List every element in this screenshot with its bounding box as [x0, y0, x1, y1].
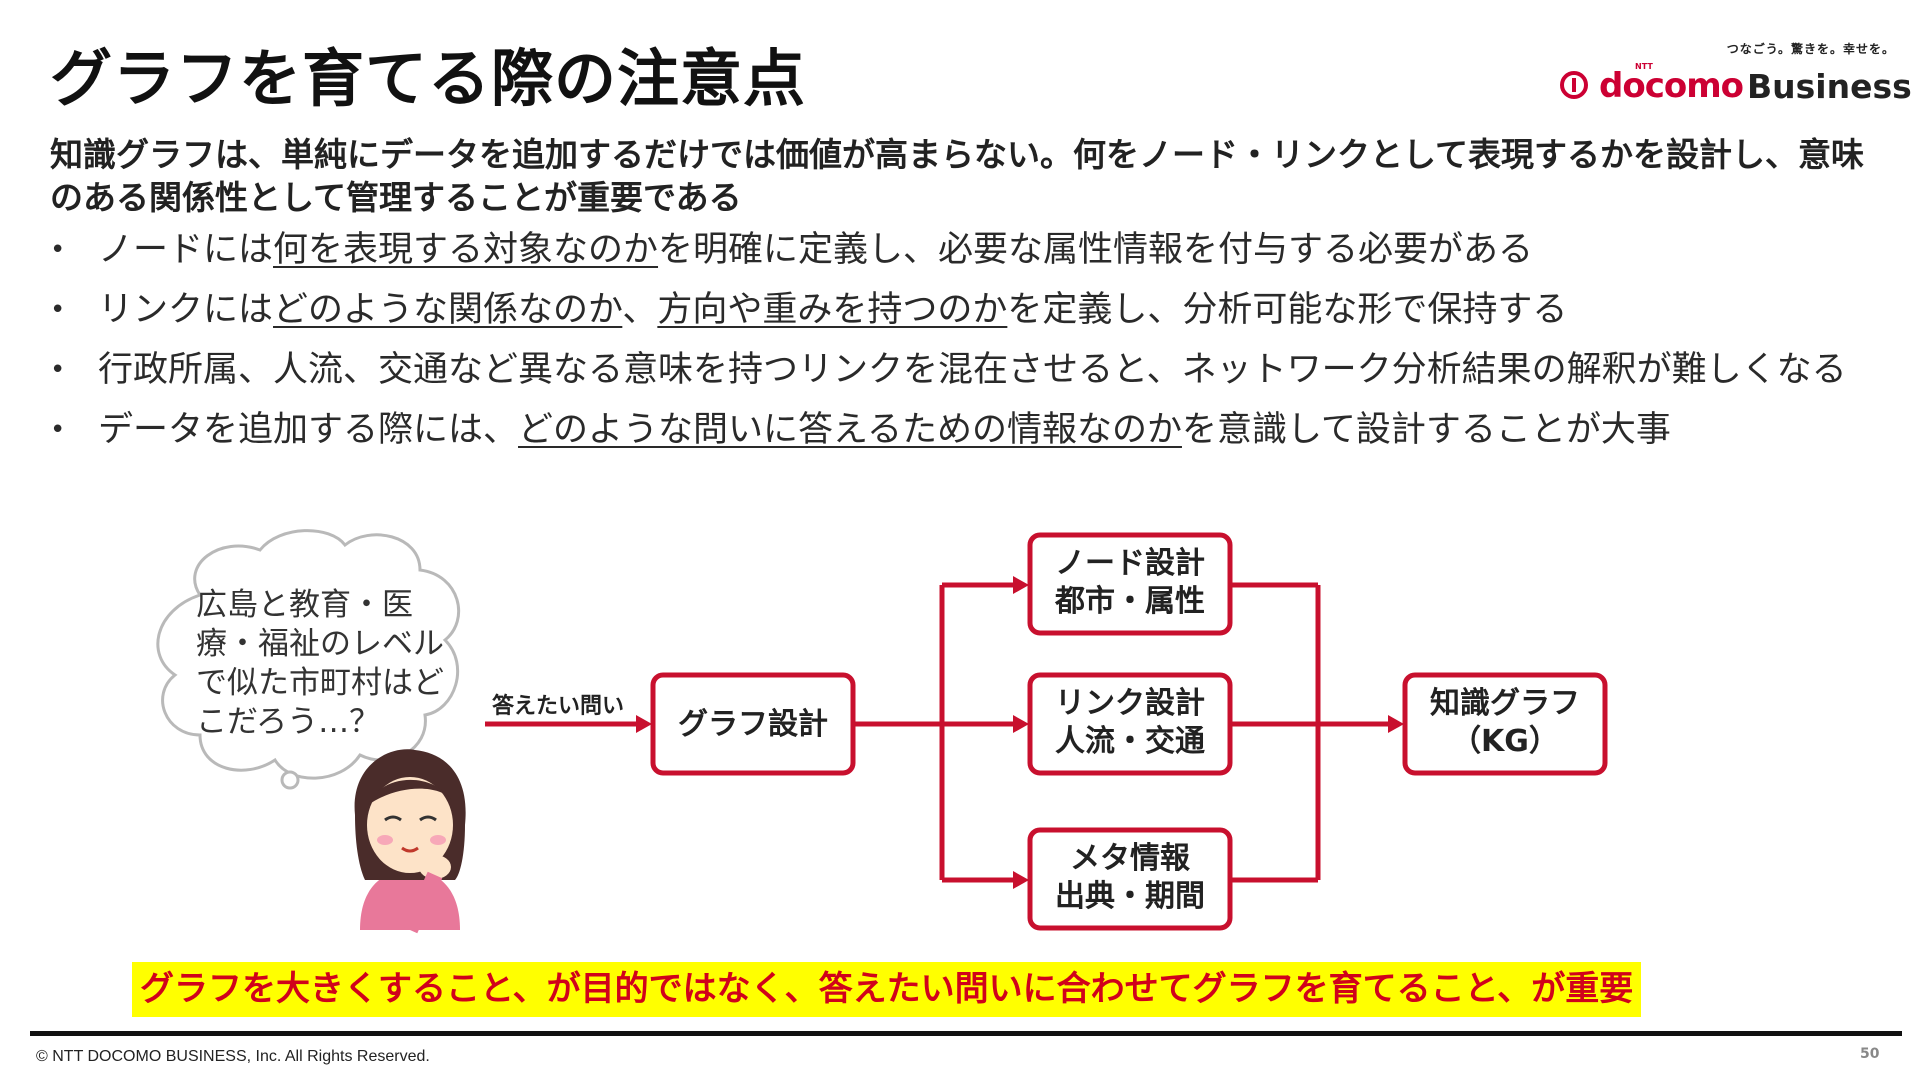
page-number: 50	[1860, 1046, 1880, 1062]
brand-ntt: NTT	[1635, 62, 1653, 71]
bullet-text: を明確に定義し、必要な属性情報を付与する必要がある	[658, 230, 1534, 270]
link-design-title: リンク設計	[1055, 686, 1205, 721]
docomo-mark-icon	[1560, 71, 1588, 99]
bullet-marker: •	[50, 355, 66, 385]
bullet-text: を定義し、分析可能な形で保持する	[1007, 290, 1568, 330]
brand-docomo: docomo	[1599, 66, 1744, 106]
link-design-subtitle: 人流・交通	[1055, 724, 1205, 759]
bullet-item: • 行政所属、人流、交通など異なる意味を持つリンクを混在させると、ネットワーク分析…	[50, 350, 1880, 391]
arrow-head	[1013, 576, 1029, 594]
thinking-woman-illustration	[354, 749, 466, 934]
key-message-highlight: グラフを大きくすること、が目的ではなく、答えたい問いに合わせてグラフを育てること…	[132, 962, 1642, 1017]
brand-logo: つなごう。驚きを。幸せを。 NTT docomo Business	[1555, 40, 1912, 115]
node-design-subtitle: 都市・属性	[1055, 584, 1205, 619]
bullet-text: データを追加する際には、	[98, 410, 519, 450]
graph-design-flow	[485, 532, 1608, 931]
bullet-marker: •	[50, 295, 66, 325]
copyright-text: © NTT DOCOMO BUSINESS, Inc. All Rights R…	[36, 1048, 430, 1065]
bullet-text: を意識して設計することが大事	[1181, 410, 1671, 450]
arrow-head	[1013, 715, 1029, 733]
summary-text: 知識グラフは、単純にデータを追加するだけでは価値が高まらない。何をノード・リンク…	[50, 135, 1865, 217]
bullet-emphasis: 何を表現する対象なのか	[273, 230, 659, 270]
bullet-marker: •	[50, 235, 66, 265]
question-arrow-label: 答えたい問い	[492, 694, 625, 719]
bullet-emphasis: どのような問いに答えるための情報なのか	[518, 410, 1182, 450]
bullet-emphasis: どのような関係なのか	[273, 290, 623, 330]
node-design-title: ノード設計	[1055, 546, 1205, 581]
graph-design-label: グラフ設計	[678, 707, 828, 742]
knowledge-graph-label: 知識グラフ （KG）	[1405, 685, 1605, 761]
arrow-head	[1388, 715, 1404, 733]
link-design-label: リンク設計 人流・交通	[1030, 685, 1230, 761]
brand-tagline: つなごう。驚きを。幸せを。	[1726, 42, 1895, 56]
bullet-text: ノードには	[98, 230, 274, 270]
bullet-text: リンクには	[98, 290, 274, 330]
bullet-text: 行政所属、人流、交通など異なる意味を持つリンクを混在させると、ネットワーク分析結…	[98, 350, 1847, 390]
arrow-head	[636, 715, 652, 733]
bullet-text: 、	[622, 290, 658, 330]
meta-info-subtitle: 出典・期間	[1055, 879, 1205, 914]
knowledge-graph-box	[1402, 672, 1608, 776]
bullet-item: • ノードには何を表現する対象なのかを明確に定義し、必要な属性情報を付与する必要が…	[50, 230, 1880, 271]
meta-info-title: メタ情報	[1070, 841, 1190, 876]
knowledge-graph-subtitle: （KG）	[1451, 724, 1559, 759]
thought-bubble-text: 広島と教育・医療・福祉のレベルで似た市町村はどこだろう…？	[196, 587, 444, 740]
bullet-item: • データを追加する際には、どのような問いに答えるための情報なのかを意識して設計す…	[50, 410, 1880, 451]
footer-divider	[30, 1031, 1902, 1036]
bullet-item: • リンクにはどのような関係なのか、方向や重みを持つのかを定義し、分析可能な形で保…	[50, 290, 1880, 331]
thought-cloud	[156, 529, 461, 790]
bullet-marker: •	[50, 415, 66, 445]
knowledge-graph-title: 知識グラフ	[1430, 686, 1580, 721]
meta-info-label: メタ情報 出典・期間	[1030, 840, 1230, 916]
page-title: グラフを育てる際の注意点	[50, 42, 807, 115]
bullet-emphasis: 方向や重みを持つのか	[657, 290, 1008, 330]
node-design-label: ノード設計 都市・属性	[1030, 545, 1230, 621]
brand-business: Business	[1747, 67, 1912, 106]
bullet-list: • ノードには何を表現する対象なのかを明確に定義し、必要な属性情報を付与する必要が…	[50, 230, 1880, 470]
arrow-head	[1013, 871, 1029, 889]
